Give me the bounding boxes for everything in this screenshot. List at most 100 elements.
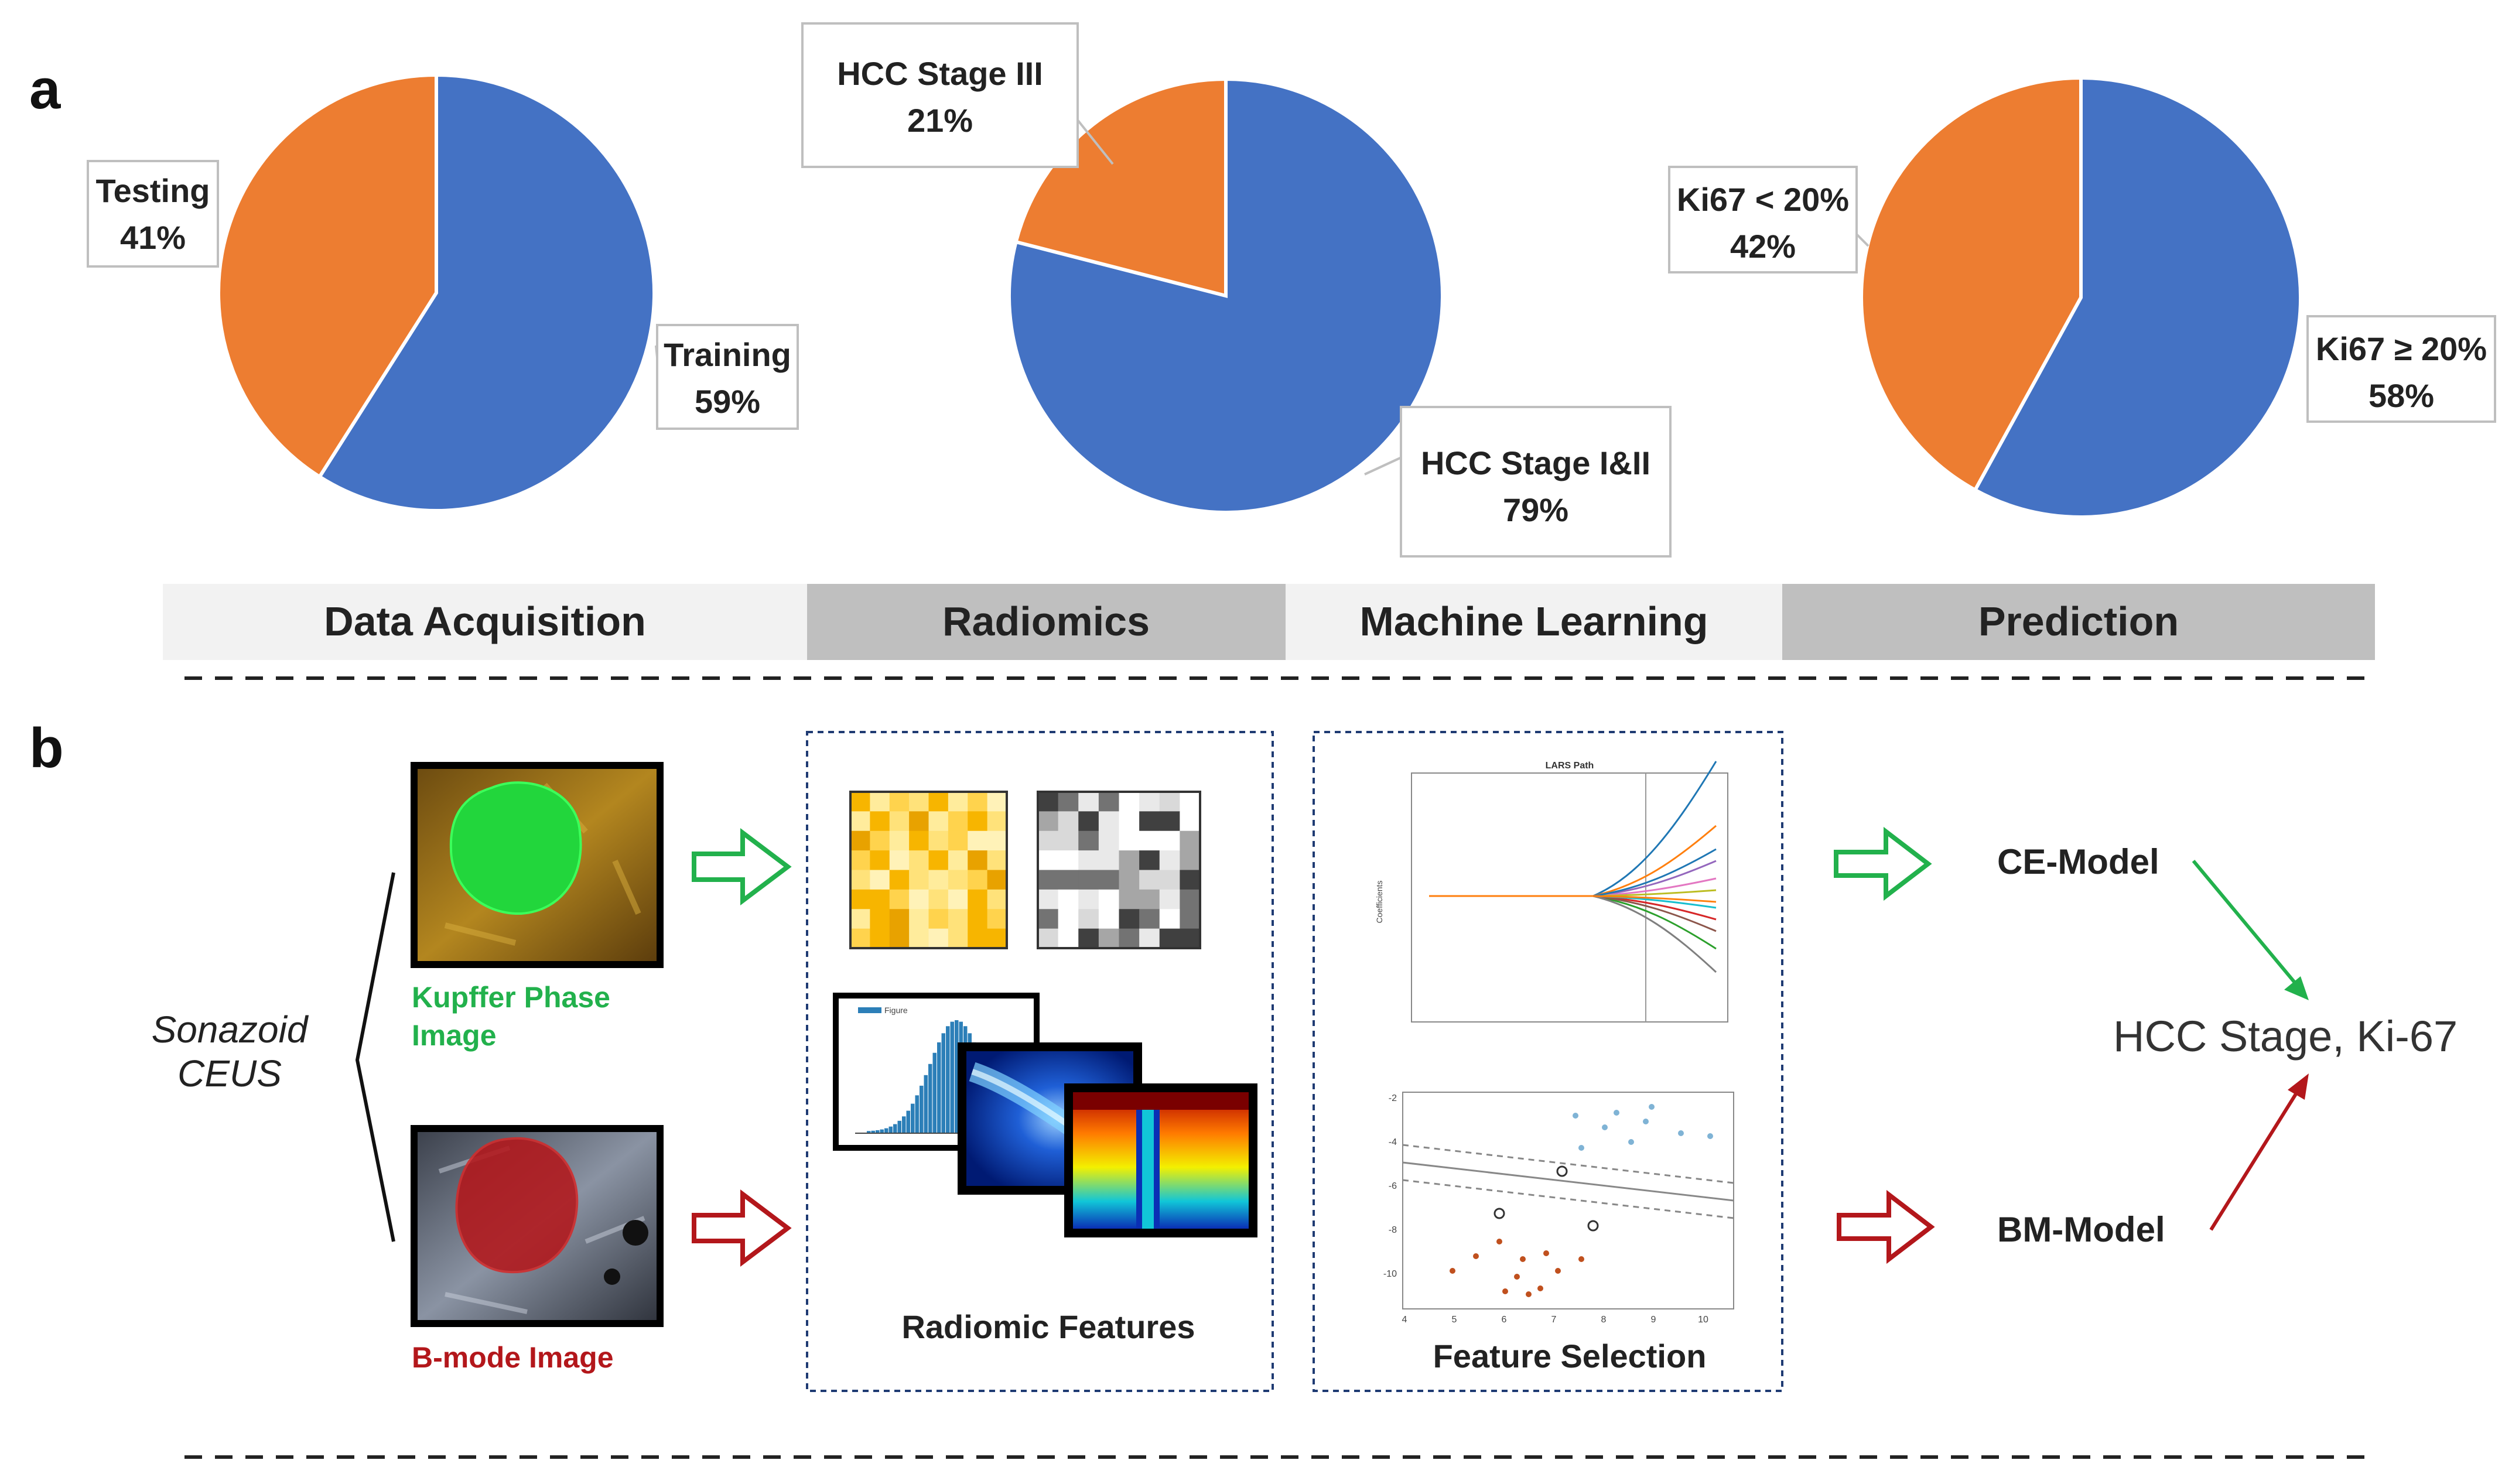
matrix-cell — [1159, 792, 1180, 812]
matrix-cell — [850, 792, 870, 812]
callout-stage-iii-label: HCC Stage III — [837, 55, 1043, 92]
matrix-cell — [1038, 792, 1059, 812]
callout-ki67-high-value: 58% — [2369, 377, 2434, 414]
matrix-cell — [850, 889, 870, 909]
kupffer-label-line2: Image — [412, 1019, 497, 1052]
kupffer-label-line1: Kupffer Phase — [412, 981, 610, 1014]
matrix-cell — [1058, 909, 1079, 929]
matrix-cell — [850, 928, 870, 949]
histogram-bar — [906, 1110, 910, 1133]
matrix-cell — [1119, 850, 1140, 870]
matrix-cell — [870, 830, 890, 851]
matrix-cell — [889, 811, 910, 832]
matrix-cell — [1180, 889, 1201, 909]
histogram-bar — [946, 1026, 950, 1133]
svm-point — [1628, 1139, 1634, 1145]
matrix-cell — [968, 889, 988, 909]
matrix-cell — [1098, 811, 1119, 832]
matrix-cell — [909, 850, 929, 870]
matrix-cell — [948, 870, 968, 890]
matrix-cell — [1078, 792, 1099, 812]
svm-ytick: -6 — [1389, 1181, 1397, 1191]
matrix-cell — [889, 850, 910, 870]
matrix-cell — [870, 928, 890, 949]
matrix-cell — [948, 811, 968, 832]
pie-slice-ki67-20 — [1973, 76, 2302, 519]
step-band-radiomics — [807, 584, 1286, 660]
matrix-cell — [870, 909, 890, 929]
ce-model-label: CE-Model — [1997, 842, 2159, 881]
matrix-cell — [1058, 889, 1079, 909]
matrix-cell — [1159, 811, 1180, 832]
histogram-bar — [928, 1064, 932, 1133]
matrix-cell — [1078, 889, 1099, 909]
callout-ki67-low-value: 42% — [1730, 228, 1796, 265]
matrix-cell — [889, 928, 910, 949]
matrix-cell — [987, 870, 1007, 890]
histogram-bar — [880, 1129, 884, 1133]
histogram-bar — [902, 1116, 906, 1133]
matrix-cell — [928, 811, 949, 832]
histogram-bar — [941, 1033, 945, 1133]
matrix-cell — [1058, 850, 1079, 870]
svm-point — [1578, 1256, 1584, 1262]
callout-ki67-high-label: Ki67 ≥ 20% — [2316, 330, 2487, 367]
matrix-cell — [1139, 811, 1160, 832]
pie-slice-ki67-20 — [1860, 76, 2083, 493]
svm-point — [1514, 1274, 1520, 1280]
matrix-cell — [850, 850, 870, 870]
callout-stage-iii: HCC Stage III 21% — [801, 22, 1114, 168]
matrix-cell — [1119, 792, 1140, 812]
lars-path-line — [1429, 848, 1717, 897]
matrix-cell — [987, 909, 1007, 929]
matrix-cell — [987, 889, 1007, 909]
matrix-cell — [870, 850, 890, 870]
matrix-cell — [889, 830, 910, 851]
histogram-bar — [888, 1126, 893, 1133]
matrix-cell — [1139, 850, 1160, 870]
svm-ytick: -8 — [1389, 1225, 1397, 1235]
b-mode-tumor-roi — [455, 1137, 579, 1274]
matrix-cell — [1139, 830, 1160, 851]
matrix-cell — [1180, 850, 1201, 870]
matrix-cell — [987, 792, 1007, 812]
matrix-cell — [1180, 928, 1201, 949]
matrix-cell — [987, 830, 1007, 851]
callout-training: Training 59% — [655, 324, 799, 430]
svm-xtick: 6 — [1502, 1315, 1507, 1325]
step-label-machine-learning: Machine Learning — [1359, 599, 1708, 644]
kupffer-tumor-roi — [449, 781, 582, 915]
b-mode-label: B-mode Image — [412, 1341, 614, 1374]
matrix-cell — [1159, 909, 1180, 929]
matrix-cell — [1180, 811, 1201, 832]
matrix-cell — [889, 870, 910, 890]
svm-point — [1543, 1250, 1549, 1256]
svm-xtick: 5 — [1452, 1315, 1457, 1325]
pie-slice-hcc-stage-iii — [1013, 77, 1228, 298]
callout-training-value: 59% — [695, 383, 760, 420]
matrix-cell — [968, 870, 988, 890]
matrix-cell — [1119, 889, 1140, 909]
matrix-cell — [1098, 909, 1119, 929]
step-band-machine-learning — [1286, 584, 1782, 660]
lars-path-line — [1429, 761, 1717, 897]
matrix-cell — [909, 830, 929, 851]
radiomic-features-label: Radiomic Features — [901, 1308, 1195, 1345]
matrix-cell — [1058, 870, 1079, 890]
matrix-cell — [1058, 792, 1079, 812]
svm-point — [1649, 1104, 1655, 1110]
matrix-cell — [909, 889, 929, 909]
matrix-cell — [850, 811, 870, 832]
bm-model-label: BM-Model — [1997, 1210, 2165, 1249]
matrix-cell — [1078, 850, 1099, 870]
matrix-cell — [948, 928, 968, 949]
matrix-cell — [1139, 870, 1160, 890]
matrix-cell — [1078, 811, 1099, 832]
callout-stage-i-ii: HCC Stage I&II 79% — [1364, 406, 1672, 558]
svm-xtick: 8 — [1601, 1315, 1607, 1325]
matrix-cell — [889, 909, 910, 929]
svm-xtick: 4 — [1402, 1315, 1407, 1325]
matrix-cell — [1159, 850, 1180, 870]
matrix-cell — [1098, 792, 1119, 812]
lars-path-line — [1429, 895, 1717, 903]
